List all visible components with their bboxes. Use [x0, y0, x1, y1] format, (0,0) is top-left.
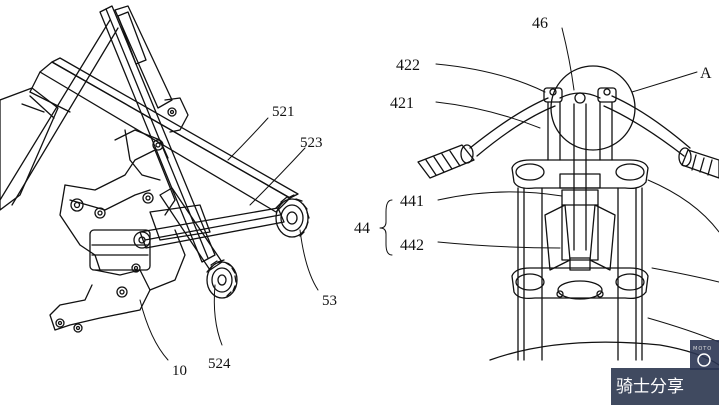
watermark-text: 骑士分享 [616, 377, 684, 397]
label-441: 441 [400, 193, 424, 210]
detail-circle-A [550, 65, 636, 151]
right-leader-lines [379, 27, 719, 343]
label-422: 422 [396, 57, 420, 74]
label-46: 46 [532, 15, 548, 32]
lower-triple-clamp [511, 267, 649, 300]
left-leg-fragment [0, 87, 59, 211]
cross-link [99, 5, 216, 263]
label-A: A [700, 65, 712, 82]
handlebar-left [469, 97, 556, 157]
watermark-small-text: MOTO [693, 346, 712, 352]
frame-bracket [49, 97, 189, 331]
fork-tube-left [517, 187, 543, 361]
middle-link-523 [139, 204, 285, 249]
right-figure-handlebar-fork [379, 27, 719, 366]
label-521: 521 [272, 104, 295, 120]
grip-right [678, 147, 719, 179]
upper-arm-521 [29, 57, 299, 213]
label-524: 524 [208, 356, 231, 372]
top-triple-clamp [511, 159, 649, 190]
footpeg-53 [275, 194, 310, 238]
grip-left [417, 144, 475, 179]
risers [547, 101, 613, 251]
steering-damper [544, 189, 616, 271]
label-421: 421 [390, 95, 414, 112]
fork-tube-right [617, 187, 643, 361]
watermark-logo-icon [697, 353, 711, 367]
label-53: 53 [322, 293, 337, 309]
label-10: 10 [172, 363, 187, 379]
footpeg-524 [206, 259, 238, 299]
lower-link-524 [159, 187, 223, 271]
handlebar-right [603, 95, 691, 157]
bar-clamps [543, 87, 617, 104]
left-leader-lines [139, 117, 319, 361]
label-442: 442 [400, 237, 424, 254]
watermark: MOTO 骑士分享 [611, 340, 719, 405]
left-figure-frame-mechanism [0, 5, 319, 361]
label-523: 523 [300, 135, 323, 151]
label-44: 44 [354, 220, 370, 237]
diagonal-bar [0, 5, 173, 206]
